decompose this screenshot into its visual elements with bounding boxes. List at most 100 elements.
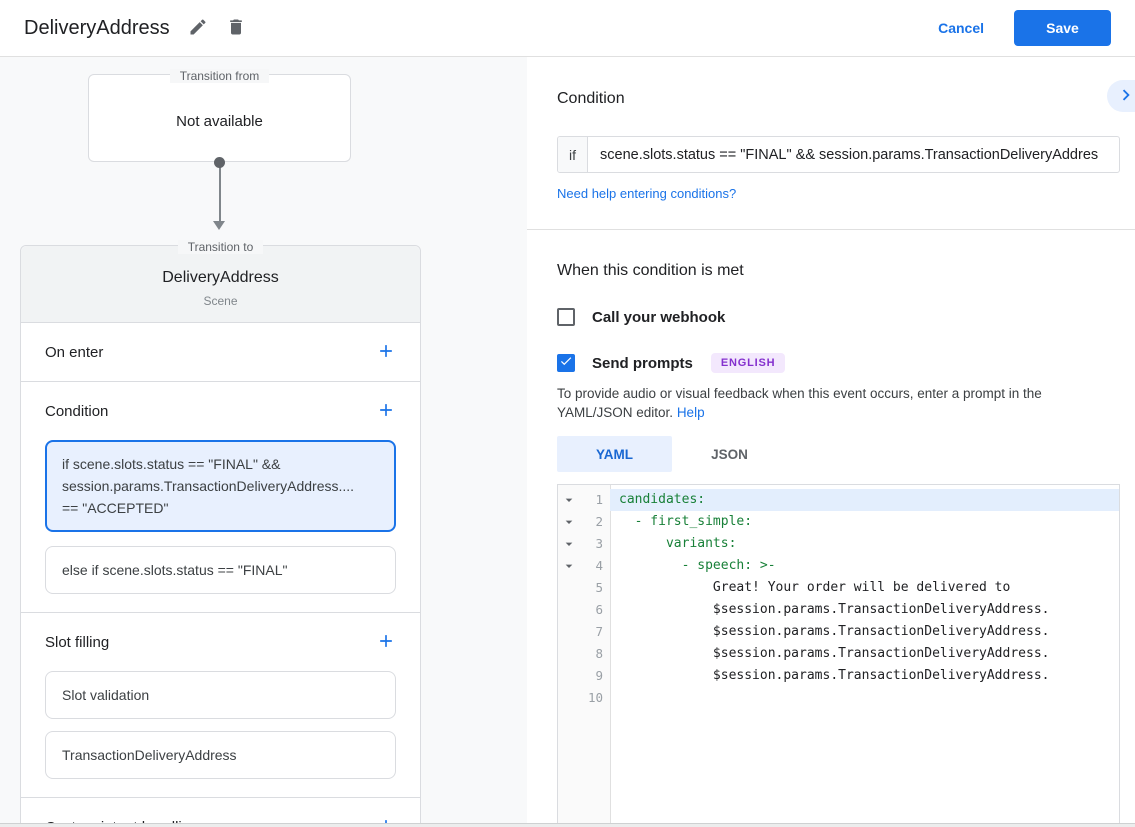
slot-validation-card[interactable]: Slot validation: [45, 671, 396, 719]
scene-diagram-panel: Transition from Not available Transition…: [0, 57, 527, 827]
scene-type-label: Scene: [203, 294, 238, 308]
code-line[interactable]: [610, 687, 1119, 709]
call-webhook-row[interactable]: Call your webhook: [557, 308, 1120, 326]
collapse-arrow-icon[interactable]: [558, 533, 580, 555]
send-prompts-label: Send prompts: [592, 354, 693, 372]
editor-line: 7 $session.params.TransactionDeliveryAdd…: [558, 621, 1119, 643]
editor-line: 3 variants:: [558, 533, 1119, 555]
bottom-scroll-strip: [0, 823, 1135, 827]
condition-card-selected[interactable]: if scene.slots.status == "FINAL" && sess…: [45, 440, 396, 532]
transition-to-legend: Transition to: [21, 238, 420, 256]
checkmark-icon: [559, 354, 573, 373]
section-label-on-enter: On enter: [45, 343, 104, 361]
condition-detail-panel: Condition if scene.slots.status == "FINA…: [527, 57, 1135, 827]
trash-icon: [226, 17, 246, 40]
delete-scene-button[interactable]: [226, 17, 246, 40]
when-met-title: When this condition is met: [557, 262, 744, 279]
collapse-spacer: [558, 621, 580, 643]
line-number: 5: [595, 580, 603, 595]
editor-line: 1 candidates:: [558, 489, 1119, 511]
editor-tabs: YAML JSON: [557, 436, 1120, 472]
condition-card-line: if scene.slots.status == "FINAL" &&: [62, 456, 281, 472]
editor-line: 2 - first_simple:: [558, 511, 1119, 533]
collapse-spacer: [558, 665, 580, 687]
condition-card[interactable]: else if scene.slots.status == "FINAL": [45, 546, 396, 594]
editor-line: 9 $session.params.TransactionDeliveryAdd…: [558, 665, 1119, 687]
when-condition-met-section: When this condition is met Call your web…: [527, 230, 1135, 422]
editor-line: 5 Great! Your order will be delivered to: [558, 577, 1119, 599]
section-slot-filling: Slot filling Slot validation Transaction…: [21, 613, 420, 798]
editor-line: 8 $session.params.TransactionDeliveryAdd…: [558, 643, 1119, 665]
page-title: DeliveryAddress: [24, 16, 170, 39]
line-number: 8: [595, 646, 603, 661]
plus-icon: [376, 341, 396, 364]
line-number: 6: [595, 602, 603, 617]
code-line[interactable]: $session.params.TransactionDeliveryAddre…: [619, 668, 1050, 683]
code-line[interactable]: $session.params.TransactionDeliveryAddre…: [619, 624, 1050, 639]
save-button[interactable]: Save: [1014, 10, 1111, 46]
collapse-panel-button[interactable]: [1107, 80, 1135, 112]
plus-icon: [376, 631, 396, 654]
code-line[interactable]: - first_simple:: [619, 514, 753, 529]
language-badge: ENGLISH: [710, 353, 786, 373]
condition-card-line: else if scene.slots.status == "FINAL": [62, 562, 288, 578]
if-prefix-label: if: [558, 137, 588, 172]
editor-line: 10: [558, 687, 1119, 709]
flow-connector-dot: [214, 157, 225, 168]
transition-from-legend: Transition from: [89, 67, 350, 85]
add-on-enter-button[interactable]: [376, 341, 396, 364]
webhook-checkbox[interactable]: [557, 308, 575, 326]
condition-help-link[interactable]: Need help entering conditions?: [557, 186, 737, 201]
line-number: 2: [595, 514, 603, 529]
add-slot-button[interactable]: [376, 631, 396, 654]
cancel-button[interactable]: Cancel: [938, 20, 984, 36]
collapse-spacer: [558, 577, 580, 599]
collapse-arrow-icon[interactable]: [558, 511, 580, 533]
send-prompts-row[interactable]: Send prompts ENGLISH: [557, 353, 1120, 373]
code-line[interactable]: $session.params.TransactionDeliveryAddre…: [619, 646, 1050, 661]
send-prompts-checkbox[interactable]: [557, 354, 575, 372]
chevron-right-icon: [1115, 84, 1135, 109]
section-label-condition: Condition: [45, 402, 109, 420]
section-label-custom-intent: Custom intent handling: [45, 819, 198, 827]
edit-title-button[interactable]: [188, 17, 208, 40]
code-line[interactable]: Great! Your order will be delivered to: [619, 580, 1011, 595]
line-number: 4: [595, 558, 603, 573]
collapse-spacer: [558, 687, 580, 709]
transition-from-content: Not available: [176, 113, 263, 130]
scene-name: DeliveryAddress: [162, 269, 279, 286]
line-number: 9: [595, 668, 603, 683]
add-condition-button[interactable]: [376, 400, 396, 423]
section-on-enter: On enter: [21, 323, 420, 382]
condition-card-line: == "ACCEPTED": [62, 500, 169, 516]
code-line[interactable]: variants:: [619, 536, 737, 551]
collapse-arrow-icon[interactable]: [558, 555, 580, 577]
prompt-description: To provide audio or visual feedback when…: [557, 384, 1120, 422]
flow-arrowhead-icon: [213, 221, 225, 230]
section-label-slot-filling: Slot filling: [45, 633, 110, 651]
slot-card[interactable]: TransactionDeliveryAddress: [45, 731, 396, 779]
plus-icon: [376, 400, 396, 423]
condition-section: Condition if scene.slots.status == "FINA…: [527, 57, 1135, 230]
webhook-label: Call your webhook: [592, 308, 726, 326]
scene-header: DeliveryAddress Scene: [21, 246, 420, 323]
collapse-arrow-icon[interactable]: [558, 489, 580, 511]
transition-from-box: Transition from Not available: [88, 69, 351, 162]
code-line[interactable]: - speech: >-: [619, 558, 776, 573]
line-number: 7: [595, 624, 603, 639]
flow-connector-line: [218, 167, 221, 222]
condition-expression-row: if scene.slots.status == "FINAL" && sess…: [557, 136, 1120, 173]
tab-json[interactable]: JSON: [672, 436, 787, 472]
code-line[interactable]: $session.params.TransactionDeliveryAddre…: [619, 602, 1050, 617]
line-number: 1: [595, 492, 603, 507]
collapse-spacer: [558, 599, 580, 621]
code-line[interactable]: candidates:: [610, 489, 1119, 511]
condition-card-line: session.params.TransactionDeliveryAddres…: [62, 478, 355, 494]
section-condition: Condition if scene.slots.status == "FINA…: [21, 382, 420, 613]
condition-expression-input[interactable]: scene.slots.status == "FINAL" && session…: [600, 146, 1099, 163]
tab-yaml[interactable]: YAML: [557, 436, 672, 472]
prompt-help-link[interactable]: Help: [676, 405, 705, 420]
editor-line: 4 - speech: >-: [558, 555, 1119, 577]
